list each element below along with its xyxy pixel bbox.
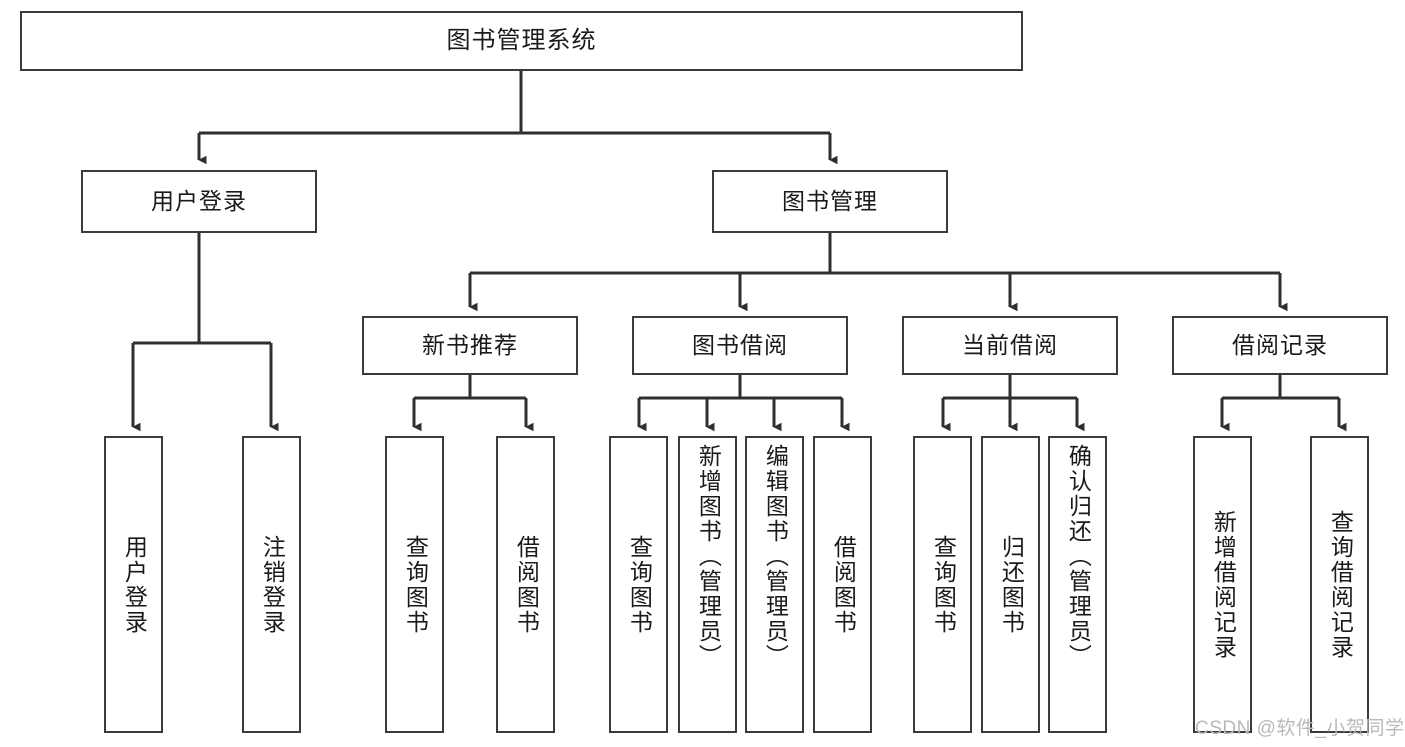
node-label: 图书管理系统 — [446, 26, 597, 54]
node-label: 编辑图书（管理员） — [762, 444, 789, 669]
node-label: 注销登录 — [259, 534, 286, 635]
node-root-book-management-system[interactable]: 图书管理系统 — [20, 11, 1023, 71]
leaf-query-book-current[interactable]: 查询图书 — [913, 436, 972, 733]
leaf-add-borrow-record[interactable]: 新增借阅记录 — [1193, 436, 1252, 733]
csdn-watermark: CSDN @软件_小贺同学 — [1195, 718, 1405, 739]
node-label: 用户登录 — [121, 534, 148, 635]
node-label: 查询图书 — [626, 534, 653, 635]
leaf-add-book-admin[interactable]: 新增图书（管理员） — [678, 436, 737, 733]
leaf-user-login[interactable]: 用户登录 — [104, 436, 163, 733]
node-label: 新增图书（管理员） — [695, 444, 722, 669]
node-label: 查询图书 — [402, 534, 429, 635]
node-new-book-recommend[interactable]: 新书推荐 — [362, 316, 578, 375]
node-label: 当前借阅 — [962, 331, 1058, 358]
leaf-query-borrow-record[interactable]: 查询借阅记录 — [1310, 436, 1369, 733]
node-label: 新增借阅记录 — [1210, 509, 1237, 660]
leaf-logout-login[interactable]: 注销登录 — [242, 436, 301, 733]
node-user-login[interactable]: 用户登录 — [81, 170, 317, 233]
node-label: 用户登录 — [151, 187, 247, 214]
node-label: 新书推荐 — [422, 331, 518, 358]
node-label: 查询借阅记录 — [1327, 509, 1354, 660]
node-label: 归还图书 — [998, 534, 1025, 635]
node-label: 借阅图书 — [513, 534, 540, 635]
node-book-management[interactable]: 图书管理 — [712, 170, 948, 233]
leaf-query-book-recommend[interactable]: 查询图书 — [385, 436, 444, 733]
node-label: 图书管理 — [782, 187, 878, 214]
node-current-borrow[interactable]: 当前借阅 — [902, 316, 1118, 375]
node-label: 借阅记录 — [1232, 331, 1328, 358]
leaf-return-book[interactable]: 归还图书 — [981, 436, 1040, 733]
leaf-edit-book-admin[interactable]: 编辑图书（管理员） — [745, 436, 804, 733]
node-label: 查询图书 — [930, 534, 957, 635]
node-book-borrow[interactable]: 图书借阅 — [632, 316, 848, 375]
leaf-borrow-book-borrow[interactable]: 借阅图书 — [813, 436, 872, 733]
node-label: 图书借阅 — [692, 331, 788, 358]
node-label: 确认归还（管理员） — [1065, 444, 1092, 669]
leaf-borrow-book-recommend[interactable]: 借阅图书 — [496, 436, 555, 733]
node-borrow-record[interactable]: 借阅记录 — [1172, 316, 1388, 375]
leaf-confirm-return-admin[interactable]: 确认归还（管理员） — [1048, 436, 1107, 733]
leaf-query-book-borrow[interactable]: 查询图书 — [609, 436, 668, 733]
node-label: 借阅图书 — [830, 534, 857, 635]
